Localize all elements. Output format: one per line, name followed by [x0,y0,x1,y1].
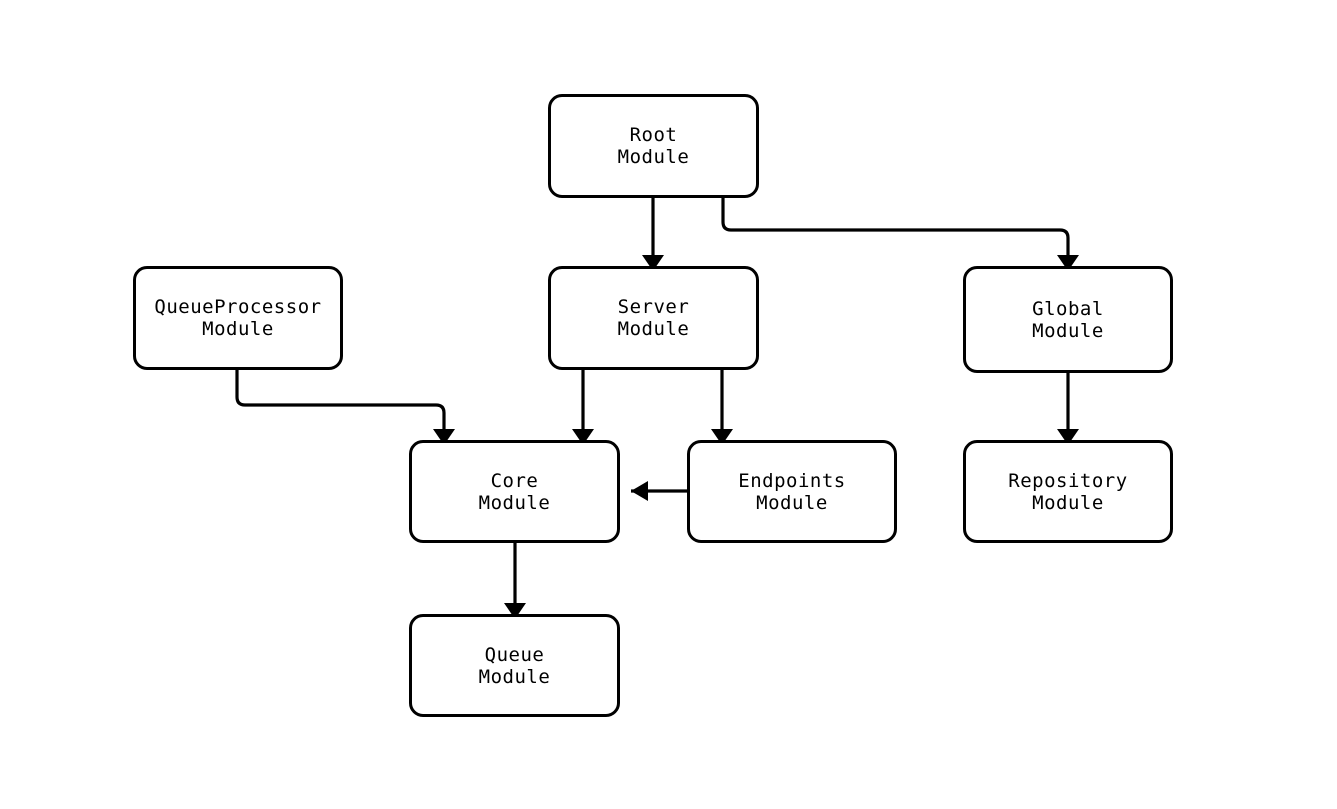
arrowhead-server-core [572,429,594,445]
node-label-primary: Server [617,296,690,318]
node-label-secondary: Module [202,318,274,340]
node-label-secondary: Module [617,318,690,340]
edge-root-global [721,198,1070,255]
arrowhead-root-global [1057,255,1079,271]
arrowhead-queueprocessor-core [433,429,455,445]
arrowhead-endpoints-core [631,481,648,501]
arrowhead-root-server [642,255,664,271]
node-label-primary: QueueProcessor [154,296,322,318]
node-label-secondary: Module [1032,319,1104,342]
edge-queueprocessor-core [235,370,446,429]
arrowhead-global-repository [1057,429,1079,445]
node-label-primary: Queue [484,643,545,666]
node-label-secondary: Module [478,491,551,514]
node-label-secondary: Module [756,491,828,514]
node-label-primary: Global [1032,297,1104,320]
arrowhead-server-endpoints [711,429,733,445]
node-label-primary: Root [629,124,678,146]
node-label-secondary: Module [1032,491,1104,514]
node-label-primary: Repository [1008,469,1128,492]
node-label-primary: Endpoints [738,469,846,492]
node-label-secondary: Module [617,146,690,168]
node-label-secondary: Module [478,665,551,688]
node-label-primary: Core [490,469,539,492]
arrowhead-core-queue [504,603,526,619]
